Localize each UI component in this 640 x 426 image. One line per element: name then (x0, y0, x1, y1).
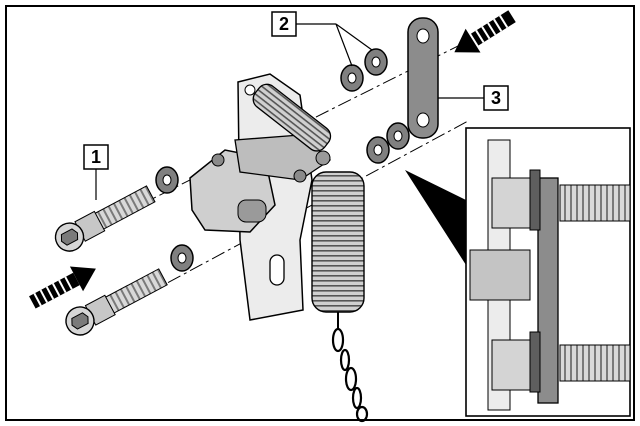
spring-icon (311, 171, 365, 330)
assembly-arrow-icon (29, 10, 516, 309)
callout-1: 1 (83, 144, 109, 170)
washer-holes (162, 56, 403, 264)
diagram-frame (5, 5, 635, 421)
callout-leaders (95, 23, 484, 200)
lower-bolt-icon (65, 268, 168, 336)
latch-mechanism (189, 134, 332, 233)
chain-icon (331, 327, 369, 423)
upper-spring-icon (252, 83, 332, 152)
callout-1-label: 1 (91, 147, 101, 167)
callout-3: 3 (483, 85, 509, 111)
link-plate (407, 17, 439, 139)
callout-3-label: 3 (491, 88, 501, 108)
callout-2: 2 (271, 11, 297, 37)
upper-bolt-icon (54, 185, 156, 252)
callout-2-label: 2 (279, 14, 289, 34)
assembly-axis-lines (69, 39, 471, 331)
detail-inset (405, 127, 631, 417)
